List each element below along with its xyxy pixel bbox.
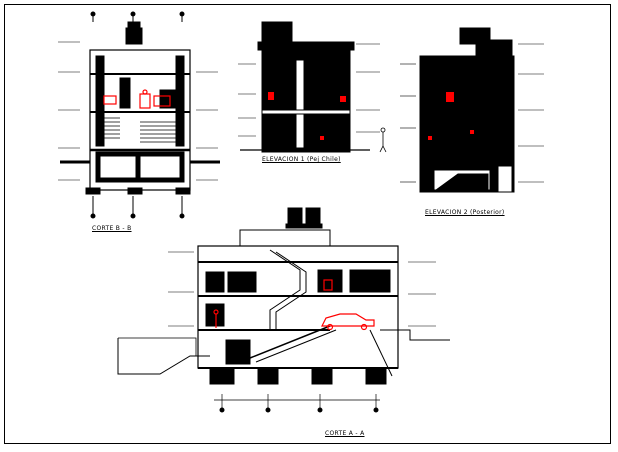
section-b-title: CORTE B - B	[92, 225, 132, 232]
section-a-drawing	[117, 207, 450, 413]
elevation-1-title: ELEVACION 1 (Pej Chile)	[262, 156, 341, 163]
elevation-2-drawing	[400, 27, 544, 193]
section-b-drawing	[58, 11, 220, 219]
section-a-title: CORTE A - A	[325, 430, 365, 437]
elevation-1-drawing	[238, 21, 387, 153]
elevation-2-title: ELEVACION 2 (Posterior)	[425, 209, 505, 216]
sheet-frame	[4, 4, 611, 444]
